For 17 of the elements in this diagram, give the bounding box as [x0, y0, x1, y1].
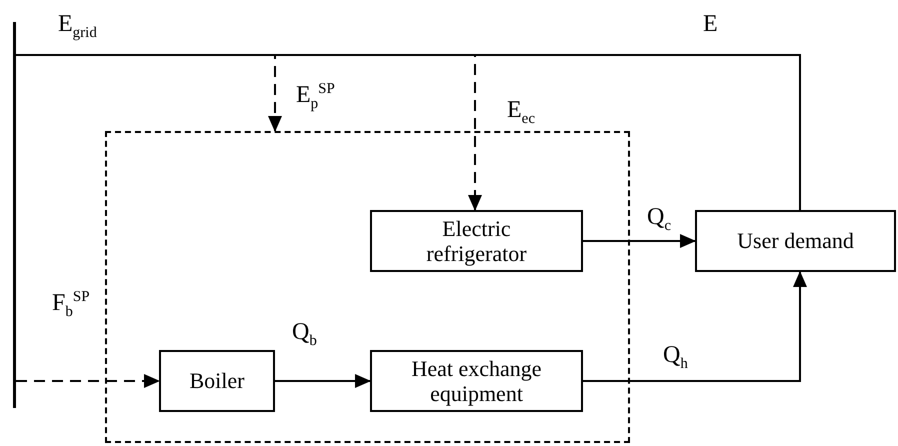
dashed-boundary-box: [105, 131, 630, 443]
connector-line: [16, 54, 801, 210]
arrow: [583, 271, 807, 382]
bus-line: [13, 22, 16, 408]
edge-label: E: [703, 12, 718, 36]
process-box: Boiler: [159, 350, 275, 412]
process-box: Electric refrigerator: [370, 210, 583, 272]
edge-label: Q$_{b}$: [292, 320, 317, 349]
arrow: [16, 374, 160, 388]
process-box: Heat exchange equipment: [370, 350, 583, 412]
edge-label: Q$_{h}$: [663, 343, 688, 372]
process-box: User demand: [695, 210, 896, 272]
edge-label: Q$_{c}$: [647, 205, 672, 234]
arrow: [583, 234, 696, 248]
arrow: [275, 374, 371, 388]
signal-label: E$_{grid}$: [58, 12, 97, 41]
edge-label: E$_{ec}$: [507, 98, 535, 127]
